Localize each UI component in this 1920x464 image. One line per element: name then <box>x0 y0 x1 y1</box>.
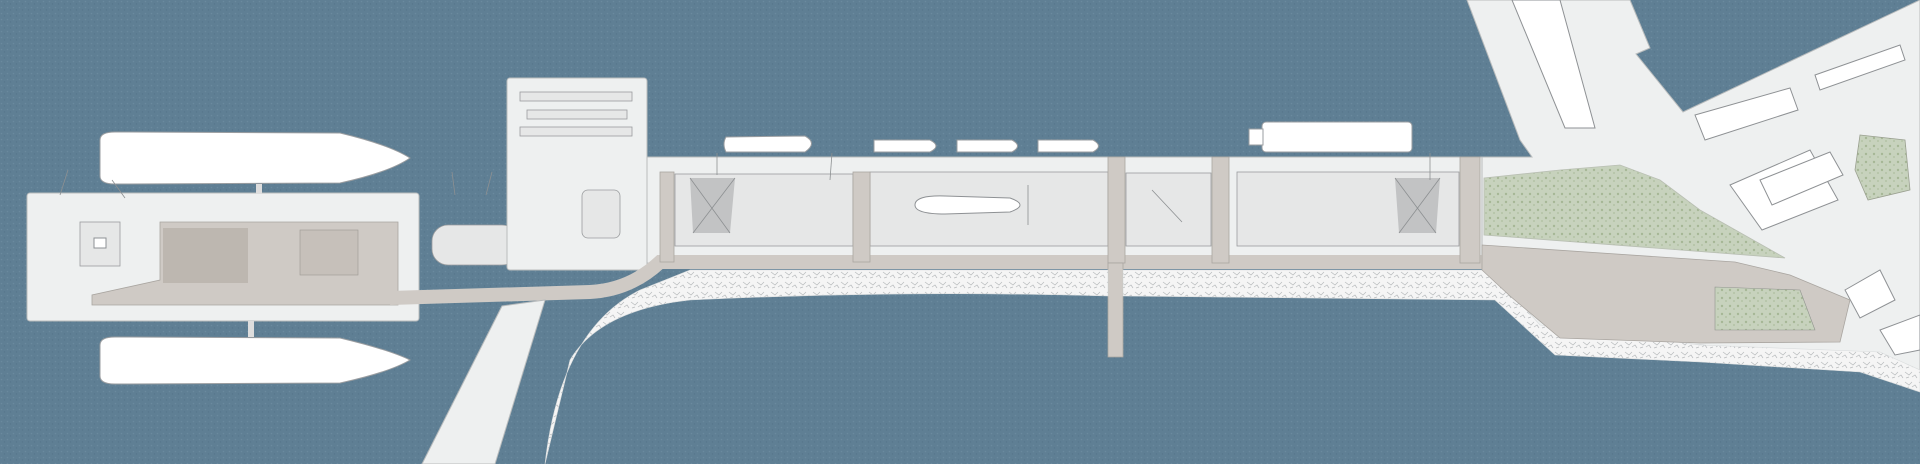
plaza-garden <box>1854 134 1911 201</box>
parking-row <box>526 109 628 120</box>
walkway-spine <box>1211 156 1230 264</box>
building <box>1694 87 1799 141</box>
parking-row <box>519 91 633 102</box>
gangway <box>256 184 262 194</box>
harbour-crane <box>59 152 1431 199</box>
yacht-north <box>99 131 411 185</box>
parking-row <box>519 126 633 137</box>
fishing-jetty <box>1107 262 1124 358</box>
roundabout <box>431 224 519 266</box>
ferry-ramp <box>1248 128 1264 146</box>
south-pier <box>421 299 546 464</box>
promenade-walkway <box>389 255 1482 305</box>
boat <box>873 139 937 153</box>
yacht-south <box>99 336 412 385</box>
shade-sail <box>1394 177 1441 234</box>
boat <box>956 139 1018 153</box>
walkway-spine <box>659 171 675 263</box>
building <box>1844 269 1896 319</box>
monument <box>93 237 107 249</box>
kiosk-area <box>581 189 621 239</box>
boat <box>723 135 812 153</box>
green-park <box>1483 164 1786 259</box>
terminal-stairs <box>163 228 248 283</box>
anchor-exhibit <box>1151 189 1183 223</box>
building <box>1879 314 1920 356</box>
north-pier <box>506 77 648 271</box>
building <box>1759 151 1844 206</box>
boat <box>1037 139 1099 153</box>
terrace-garden <box>1714 286 1816 331</box>
gangway <box>248 321 254 337</box>
building <box>1814 44 1906 91</box>
submarine-exhibit <box>914 195 1021 215</box>
ferry <box>1261 121 1413 153</box>
walkway-spine <box>852 171 871 263</box>
courtyard-3 <box>1125 172 1212 247</box>
walkway-spine <box>1107 156 1126 264</box>
terminal-hall <box>299 229 359 276</box>
shade-sail <box>689 177 736 234</box>
warehouse-strip <box>1511 0 1596 129</box>
breakwater <box>1122 269 1920 393</box>
walkway-spine <box>1459 156 1481 264</box>
breakwater <box>544 269 1109 464</box>
